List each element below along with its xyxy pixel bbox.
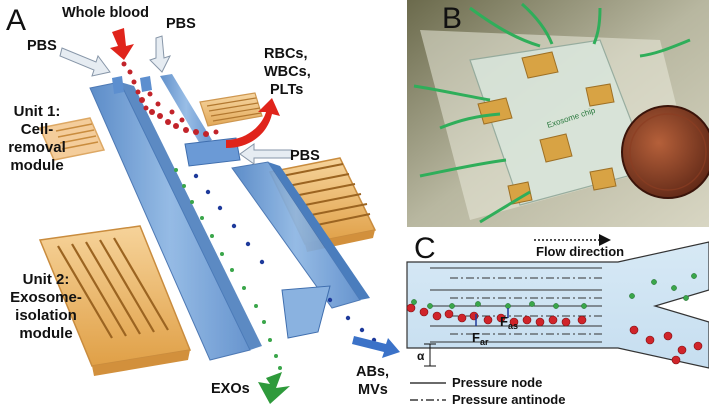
panel-b-letter: B [442, 2, 462, 35]
unit2-label-3: isolation [15, 307, 77, 324]
unit2-label-2: Exosome- [10, 289, 82, 306]
unit1-electrode [38, 117, 106, 161]
exos-label: EXOs [211, 381, 250, 397]
f-as-label: Fas [500, 314, 518, 331]
rbc-label-3: PLTs [270, 82, 303, 98]
unit1-label-4: module [10, 157, 63, 174]
inlet-blocks [112, 74, 212, 144]
legend-node-label: Pressure node [452, 375, 542, 390]
pressure-node-lines [430, 267, 602, 343]
panel-c: Fas Far α Flow direction Pressure node P… [406, 231, 709, 412]
pbs-left-label: PBS [27, 38, 57, 54]
panel-c-letter: C [414, 232, 436, 265]
exos-arrow [258, 372, 290, 404]
unit1-label-2: Cell- [21, 121, 54, 138]
rbc-label-1: RBCs, [264, 46, 308, 62]
alpha-label: α [417, 349, 425, 363]
rbc-label-2: WBCs, [264, 64, 311, 80]
penny-coin [621, 105, 709, 199]
rbc-particles [121, 61, 219, 137]
whole-blood-label: Whole blood [62, 5, 149, 21]
pbs-top-label: PBS [166, 16, 196, 32]
panel-a: A [6, 4, 400, 404]
unit1-right-electrode [199, 92, 263, 127]
pbs-left-arrow [59, 47, 111, 77]
photo-electrodes [477, 51, 617, 205]
whole-blood-arrow [110, 28, 134, 60]
green-tubing [413, 2, 691, 224]
unit2-label-4: module [19, 325, 72, 342]
f-ar-label: Far [472, 330, 489, 347]
unit1-label-1: Unit 1: [14, 103, 61, 120]
unit2-electrode [38, 225, 192, 376]
outlet-block [281, 285, 331, 339]
pbs-right-arrow [239, 143, 293, 165]
flow-direction-label: Flow direction [536, 244, 624, 259]
abs-label-2: MVs [358, 382, 388, 398]
unit1-label-3: removal [8, 139, 66, 156]
unit2-label-1: Unit 2: [23, 271, 70, 288]
panel-a-letter: A [6, 4, 26, 37]
abs-label-1: ABs, [356, 364, 389, 380]
abs-arrow [352, 336, 400, 358]
panel-c-red-particles [406, 303, 703, 365]
main-channel [89, 81, 262, 361]
pbs-right-label: PBS [290, 148, 320, 164]
panel-b: Exosome chip B [407, 0, 709, 227]
pbs-top-arrow [149, 35, 171, 73]
side-channel [231, 161, 370, 309]
legend-antinode-label: Pressure antinode [452, 392, 565, 407]
exo-particles [174, 168, 282, 370]
panel-c-green-particles [411, 273, 697, 309]
cell-out-arrow [226, 98, 280, 148]
